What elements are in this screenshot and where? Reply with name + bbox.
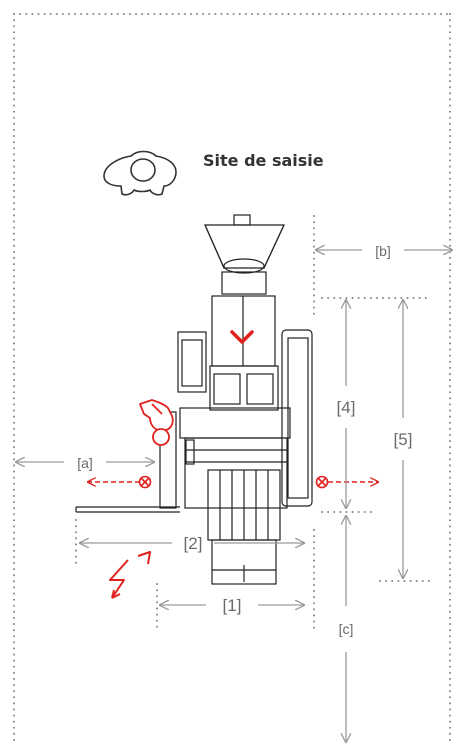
dimension-lines [16,250,452,742]
dimension-label-b: [b] [375,243,391,259]
dimension-label-1: [1] [223,596,242,615]
electric-hazard-icon [109,551,151,599]
dimension-label-2: [2] [184,534,203,553]
dimension-label-c: [c] [339,621,354,637]
operator-head-icon [103,150,177,196]
no-access-left [88,475,152,489]
no-access-icon [138,475,152,489]
dimension-label-4: [4] [337,398,356,417]
dimension-label-a: [a] [77,455,93,471]
hand-touch-icon [139,399,174,446]
no-access-icon [315,475,329,489]
site-boundary [13,13,451,746]
down-chevron-icon [230,330,254,344]
machine-top-view [75,214,313,585]
site-title: Site de saisie [203,151,324,170]
no-access-right [315,475,379,489]
dimension-label-5: [5] [394,430,413,449]
